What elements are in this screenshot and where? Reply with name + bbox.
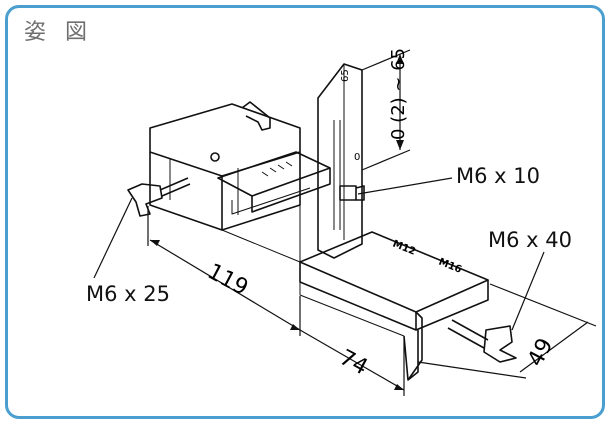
front-hook xyxy=(403,330,419,381)
leader-m6x40 xyxy=(511,251,545,331)
slot-label-m16: M16 xyxy=(437,257,463,276)
dim-height-range: 0 (2) ~ 65 xyxy=(388,48,409,140)
dim-119: 119 xyxy=(203,259,252,301)
diagram-title: 姿 図 xyxy=(24,20,93,45)
callout-m6x10: M6 x 10 xyxy=(456,164,540,188)
leader-m6x25 xyxy=(93,197,133,279)
dim-49-line xyxy=(417,283,597,379)
wing-bolt-right xyxy=(447,319,517,363)
scale-label-top: 65 xyxy=(340,69,351,82)
callout-m6x25: M6 x 25 xyxy=(86,282,170,306)
slot-label-m12: M12 xyxy=(391,239,417,258)
callout-m6x40: M6 x 40 xyxy=(488,228,572,252)
wing-bolt-left xyxy=(127,177,191,217)
dim-119-line xyxy=(147,206,301,336)
dim-74-line xyxy=(299,329,405,396)
rear-block xyxy=(149,103,301,177)
scale-label-bottom: 0 xyxy=(354,152,360,163)
diagram-frame xyxy=(5,5,605,419)
dim-74: 74 xyxy=(335,345,371,380)
top-hook xyxy=(241,101,271,131)
dim-height-line xyxy=(361,49,411,171)
leader-m6x10 xyxy=(357,177,453,195)
